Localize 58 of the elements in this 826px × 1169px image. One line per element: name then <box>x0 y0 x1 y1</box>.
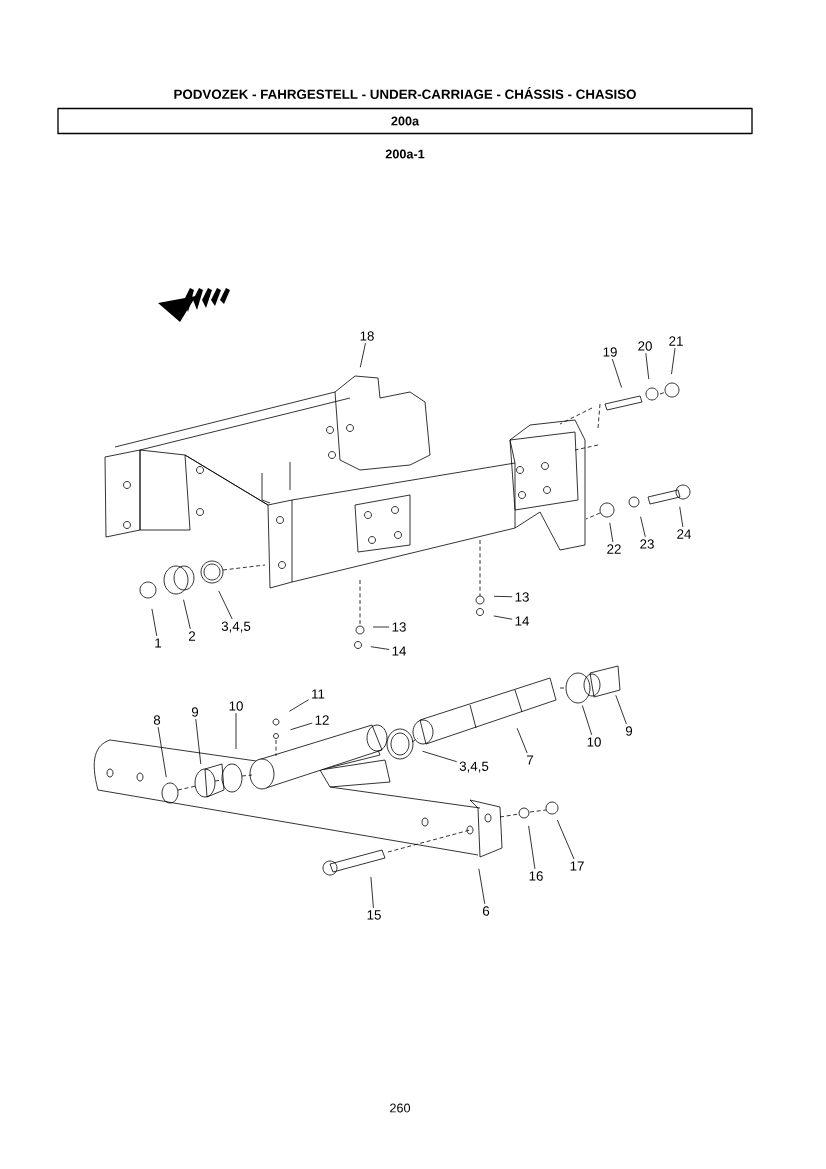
callout-number: 18 <box>360 331 374 341</box>
callout-number: 2 <box>188 631 196 641</box>
leader-line <box>615 694 627 725</box>
leader-line <box>370 876 374 909</box>
leader-line <box>290 722 313 731</box>
leader-line <box>581 705 593 736</box>
callout-number: 10 <box>587 737 601 747</box>
callout-number: 20 <box>638 341 652 351</box>
callout-number: 1 <box>155 638 162 648</box>
callout-number: 13 <box>515 592 529 602</box>
leader-line <box>372 626 390 628</box>
leader-line <box>516 727 528 754</box>
callout-number: 7 <box>527 755 534 765</box>
leader-line <box>528 825 536 870</box>
leader-line <box>478 868 486 905</box>
callout-number: 16 <box>529 871 543 881</box>
callout-number: 10 <box>229 701 243 711</box>
callout-number: 13 <box>392 622 406 632</box>
leader-line <box>151 608 158 637</box>
callout-number: 6 <box>482 906 490 916</box>
title: PODVOZEK - FAHRGESTELL - UNDER-CARRIAGE - CHÁSSIS - CHASISO <box>174 87 636 99</box>
leader-line <box>218 590 233 620</box>
leader-line <box>556 819 575 860</box>
callout-number: 14 <box>515 616 530 626</box>
leader-line <box>359 342 366 368</box>
callout-number: 14 <box>392 646 407 656</box>
callout-number: 24 <box>677 529 692 539</box>
leader-line <box>671 347 676 375</box>
header-cell: 200a <box>57 107 753 135</box>
leader-line <box>289 699 310 712</box>
leader-line <box>679 506 684 528</box>
leader-line <box>183 599 191 630</box>
leader-line <box>157 726 167 778</box>
callout-number: 12 <box>315 715 329 725</box>
leader-line <box>493 595 513 598</box>
callout-number: 15 <box>367 910 381 920</box>
leader-line <box>640 516 646 538</box>
page-number: 260 <box>390 1103 411 1113</box>
callout-number: 19 <box>603 347 617 357</box>
leader-line <box>645 352 650 380</box>
callout-number: 22 <box>607 544 621 554</box>
callout-number: 11 <box>312 689 325 699</box>
leader-line <box>609 522 614 543</box>
callout-number: 8 <box>153 715 161 725</box>
leader-line <box>235 712 237 750</box>
figure-number: 200a-1 <box>385 149 425 159</box>
leader-line <box>195 718 202 765</box>
callout-number: 9 <box>191 707 199 717</box>
callout-number: 17 <box>570 861 584 871</box>
leader-line <box>493 615 513 620</box>
leader-line <box>370 646 390 650</box>
callout-number: 3,4,5 <box>221 621 251 633</box>
leader-line <box>611 358 622 388</box>
callout-number: 23 <box>640 539 654 549</box>
leader-line <box>422 750 458 763</box>
callout-number: 9 <box>625 726 633 736</box>
callout-number: 3,4,5 <box>459 761 489 773</box>
callout-number: 21 <box>669 336 683 346</box>
